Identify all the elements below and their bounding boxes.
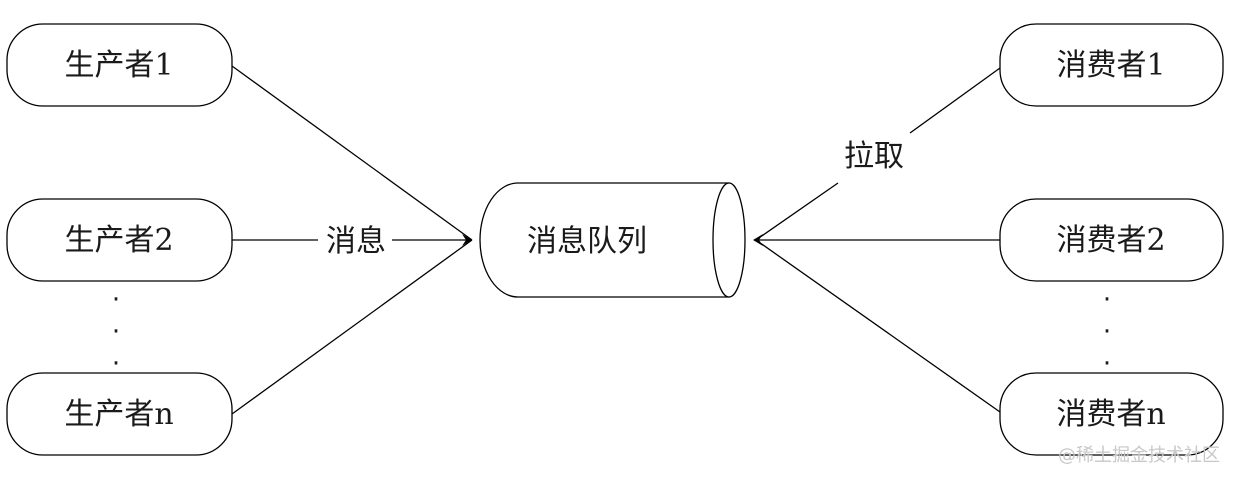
queue-cylinder <box>479 182 746 298</box>
queue-cylinder-end-cap <box>712 182 746 298</box>
edge-queue-consumer1-upper <box>909 67 1001 134</box>
consumer-1-box <box>999 23 1224 107</box>
producer-ellipsis-dot-1: · <box>112 285 120 315</box>
consumer-ellipsis-dot-3: · <box>1103 349 1111 379</box>
producer-n-label: 生产者n <box>64 397 173 432</box>
edge-producern-queue <box>231 239 473 415</box>
producer-1-label: 生产者1 <box>64 48 173 83</box>
producer-n-box <box>6 372 233 456</box>
edge-label-pull: 拉取 <box>844 139 904 174</box>
producer-ellipsis-dot-2: · <box>112 317 120 347</box>
producer-2-box <box>6 198 233 282</box>
consumer-ellipsis-dot-1: · <box>1103 285 1111 315</box>
producer-2-label: 生产者2 <box>64 223 173 258</box>
producer-ellipsis-dot-3: · <box>112 349 120 379</box>
edge-label-message: 消息 <box>326 224 386 259</box>
producer-1-box <box>6 23 233 107</box>
queue-label: 消息队列 <box>527 224 647 259</box>
watermark-text: @稀土掘金技术社区 <box>1058 445 1220 466</box>
consumer-1-label: 消费者1 <box>1056 48 1165 83</box>
edge-queue-consumern <box>755 239 1001 413</box>
queue-inbound-arrowhead <box>462 234 472 246</box>
edge-producer1-queue <box>231 65 473 241</box>
queue-outbound-arrowhead <box>753 234 763 246</box>
consumer-2-label: 消费者2 <box>1056 223 1165 258</box>
consumer-n-box <box>999 372 1224 456</box>
consumer-ellipsis-dot-2: · <box>1103 317 1111 347</box>
queue-cylinder-body <box>479 182 730 298</box>
edge-queue-consumer1-lower <box>755 182 839 241</box>
consumer-n-label: 消费者n <box>1056 397 1165 432</box>
consumer-2-box <box>999 198 1224 282</box>
